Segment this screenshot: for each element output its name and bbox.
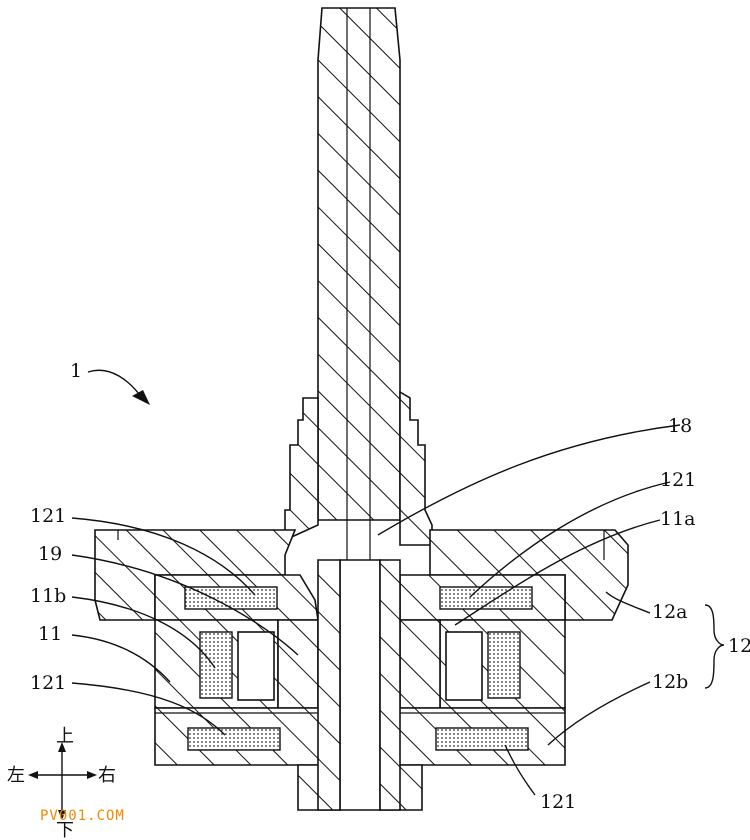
- arrow-up-icon: [58, 742, 66, 752]
- label-ref-1: 1: [70, 360, 82, 382]
- coil-bottom-right: [435, 727, 529, 751]
- label-ref-121-top-right: 121: [660, 469, 696, 491]
- arrow-down-icon: [58, 810, 66, 820]
- coil-side-right: [487, 631, 521, 699]
- direction-right: 右: [98, 765, 116, 786]
- coil-bottom-left: [187, 727, 281, 751]
- label-ref-12a: 12a: [652, 601, 688, 623]
- arrow-left-icon: [28, 771, 38, 779]
- ref-1-arrow: [132, 390, 150, 405]
- label-ref-121-top-left: 121: [30, 505, 66, 527]
- label-ref-11b: 11b: [30, 585, 66, 607]
- direction-up: 上: [56, 726, 74, 747]
- label-ref-18: 18: [668, 415, 692, 437]
- label-ref-11a: 11a: [660, 508, 696, 530]
- direction-down: 下: [56, 820, 74, 840]
- label-ref-19: 19: [38, 543, 62, 565]
- coils-121: [184, 586, 533, 751]
- shaft-shoulder: [284, 390, 433, 546]
- shaft: [317, 7, 401, 560]
- shaft-hub: [297, 559, 423, 811]
- leader-lines: [71, 369, 725, 796]
- coil-top-left: [184, 586, 278, 610]
- label-ref-121-bottom: 121: [540, 791, 576, 813]
- label-ref-12: 12: [728, 635, 750, 657]
- direction-indicator: 上 左 右 下: [7, 726, 116, 840]
- label-ref-12b: 12b: [652, 671, 688, 693]
- direction-left: 左: [7, 765, 25, 786]
- coil-top-right: [439, 586, 533, 610]
- label-ref-11: 11: [38, 623, 62, 645]
- arrow-right-icon: [87, 771, 97, 779]
- label-ref-121-mid-left: 121: [30, 672, 66, 694]
- watermark: PV001.COM: [40, 808, 125, 824]
- coil-side-left: [199, 631, 233, 699]
